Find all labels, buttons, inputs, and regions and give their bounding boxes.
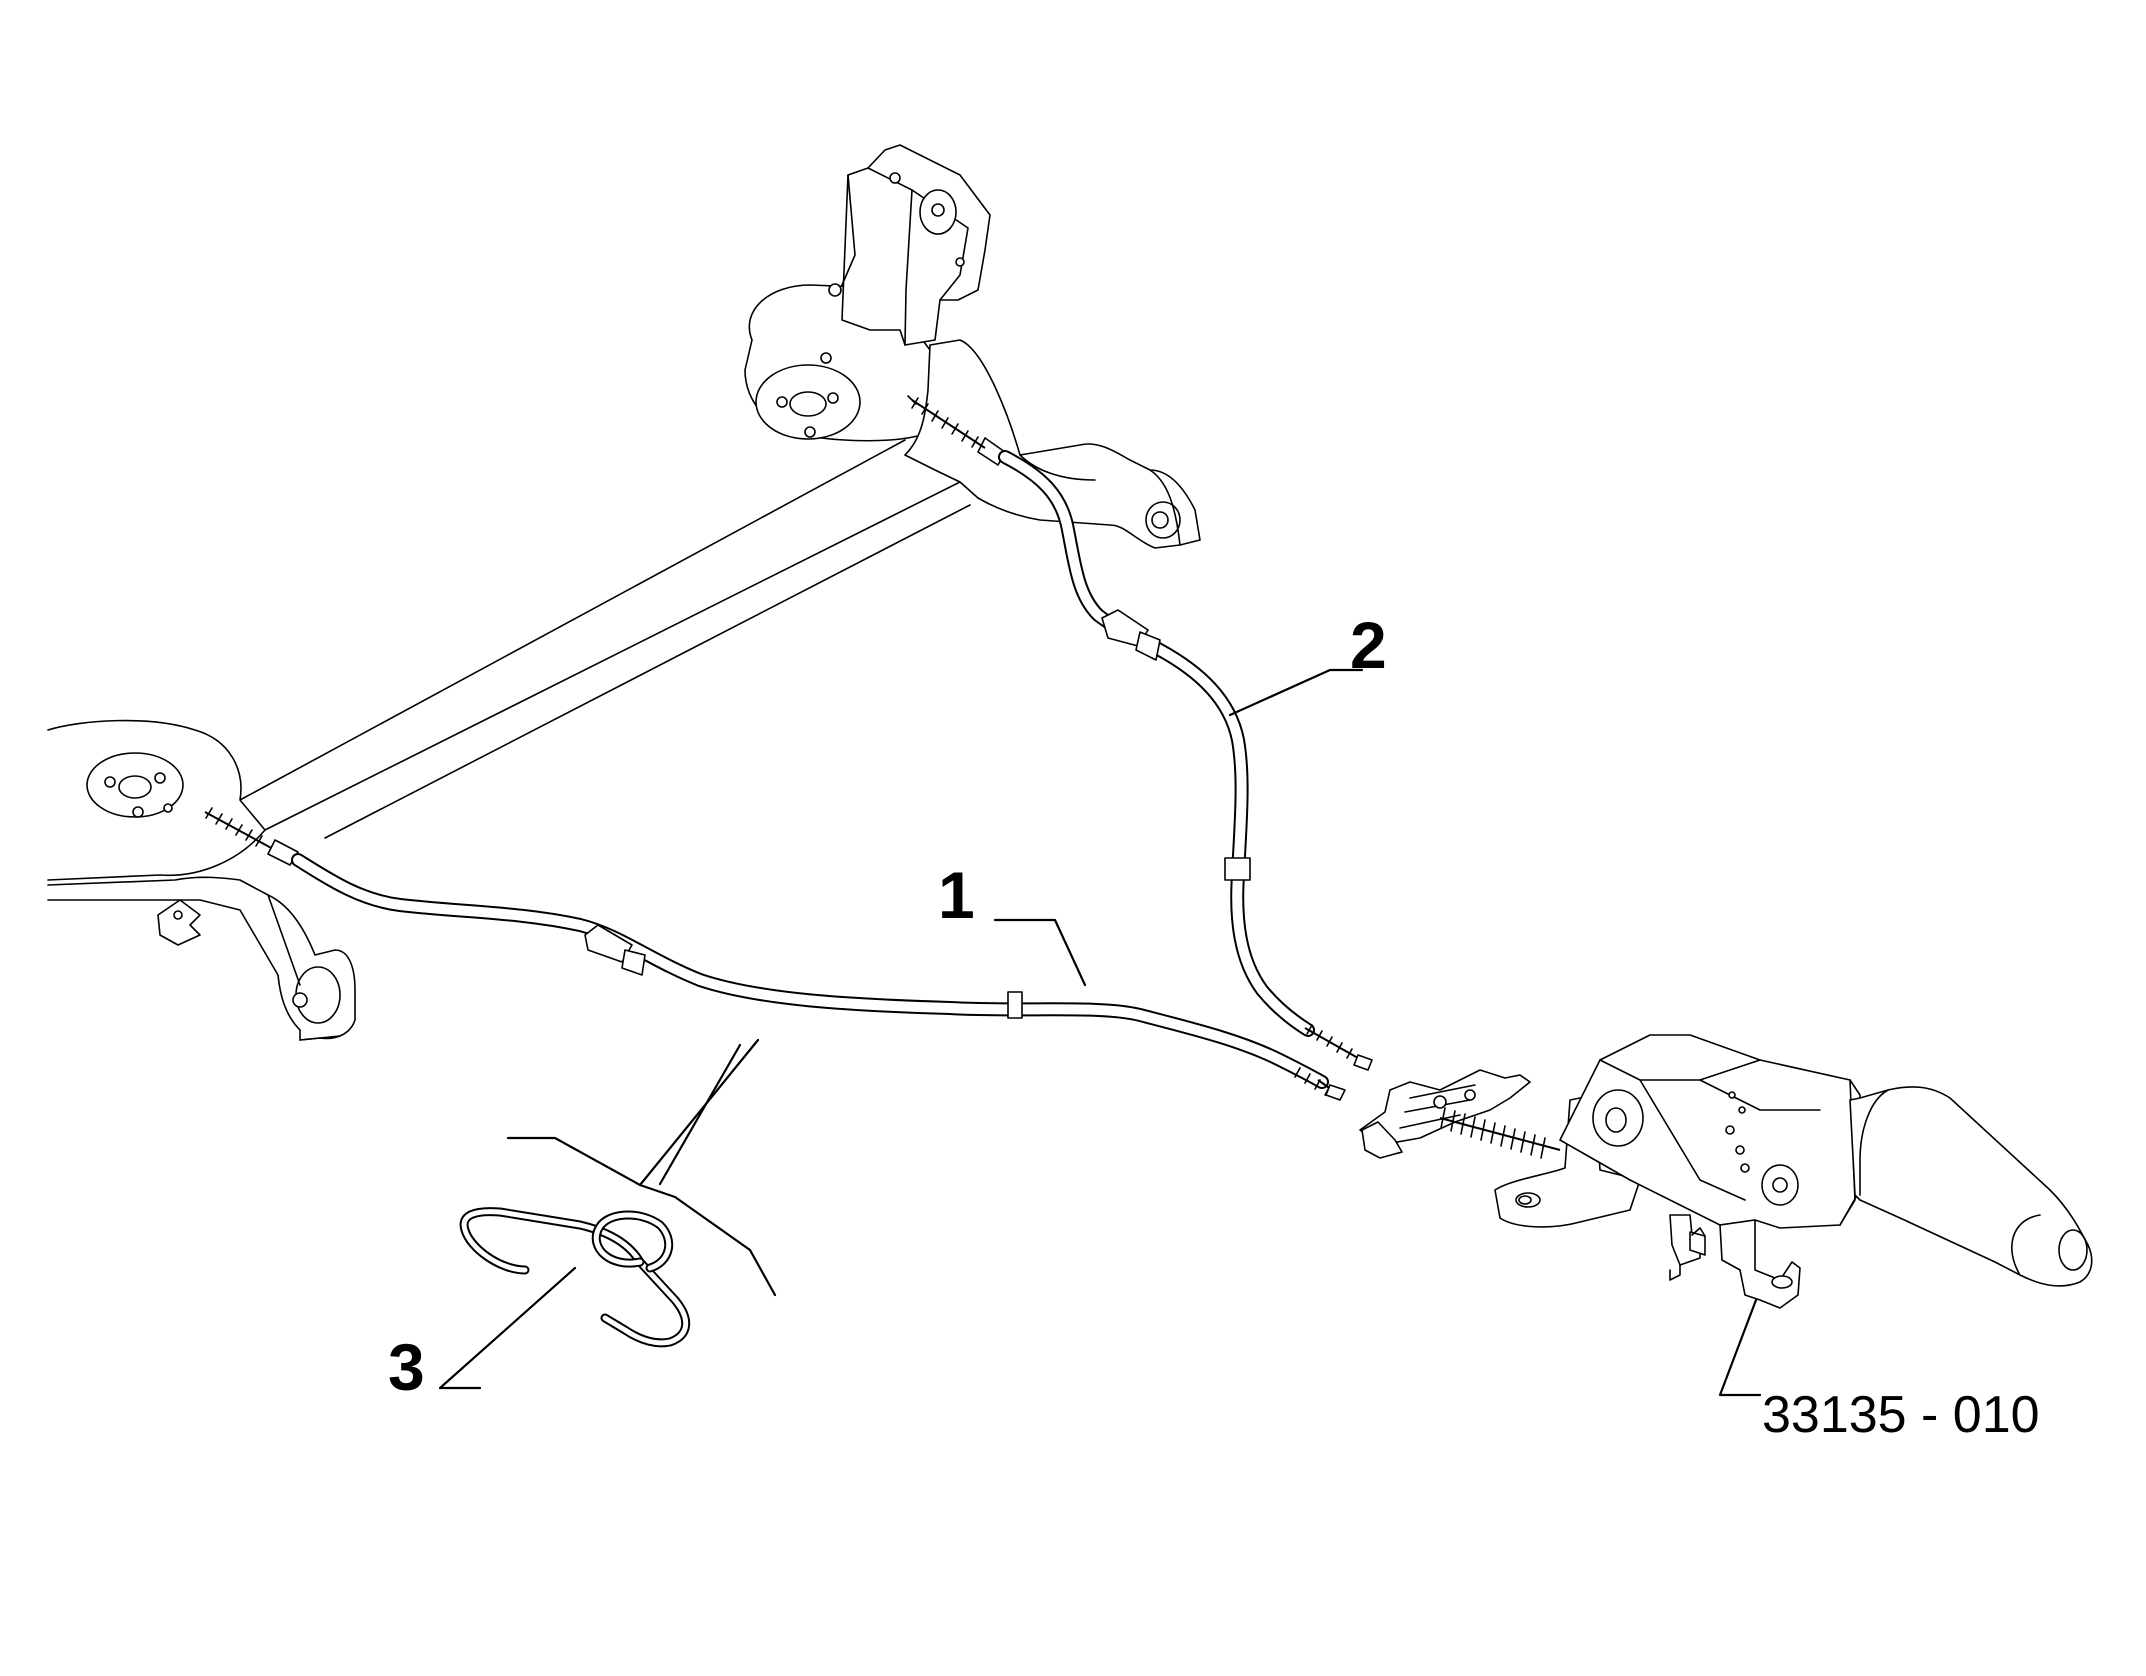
cable-1-end xyxy=(1294,1067,1346,1101)
leader-ref xyxy=(1718,1298,1762,1397)
leader-3-front xyxy=(438,1266,577,1390)
cable-2-end xyxy=(1304,1024,1373,1071)
leader-1 xyxy=(993,918,1087,987)
leader-2 xyxy=(1228,668,1364,717)
reference-code: 33135 - 010 xyxy=(1762,1386,2040,1444)
callout-1: 1 xyxy=(938,858,975,932)
right-axle-bracket xyxy=(744,144,1201,549)
left-axle-bracket xyxy=(47,719,356,1041)
callout-3: 3 xyxy=(388,1330,425,1404)
cable-2-threads xyxy=(911,397,979,448)
callout-2: 2 xyxy=(1350,608,1387,682)
brake-cable-2 xyxy=(907,395,1373,1071)
leader-lines xyxy=(438,668,1762,1397)
leader-3-detail-c xyxy=(658,1043,742,1186)
brake-cable-1 xyxy=(204,807,1346,1101)
leader-3-detail-b xyxy=(638,1183,777,1297)
spring-clip xyxy=(459,1207,691,1348)
cable-equalizer xyxy=(1359,1069,1531,1159)
leader-3-detail-a xyxy=(506,1038,760,1187)
adjuster-spring xyxy=(1439,1107,1561,1159)
handbrake-lever xyxy=(1494,1034,2093,1309)
rear-axle-beam xyxy=(239,439,971,839)
